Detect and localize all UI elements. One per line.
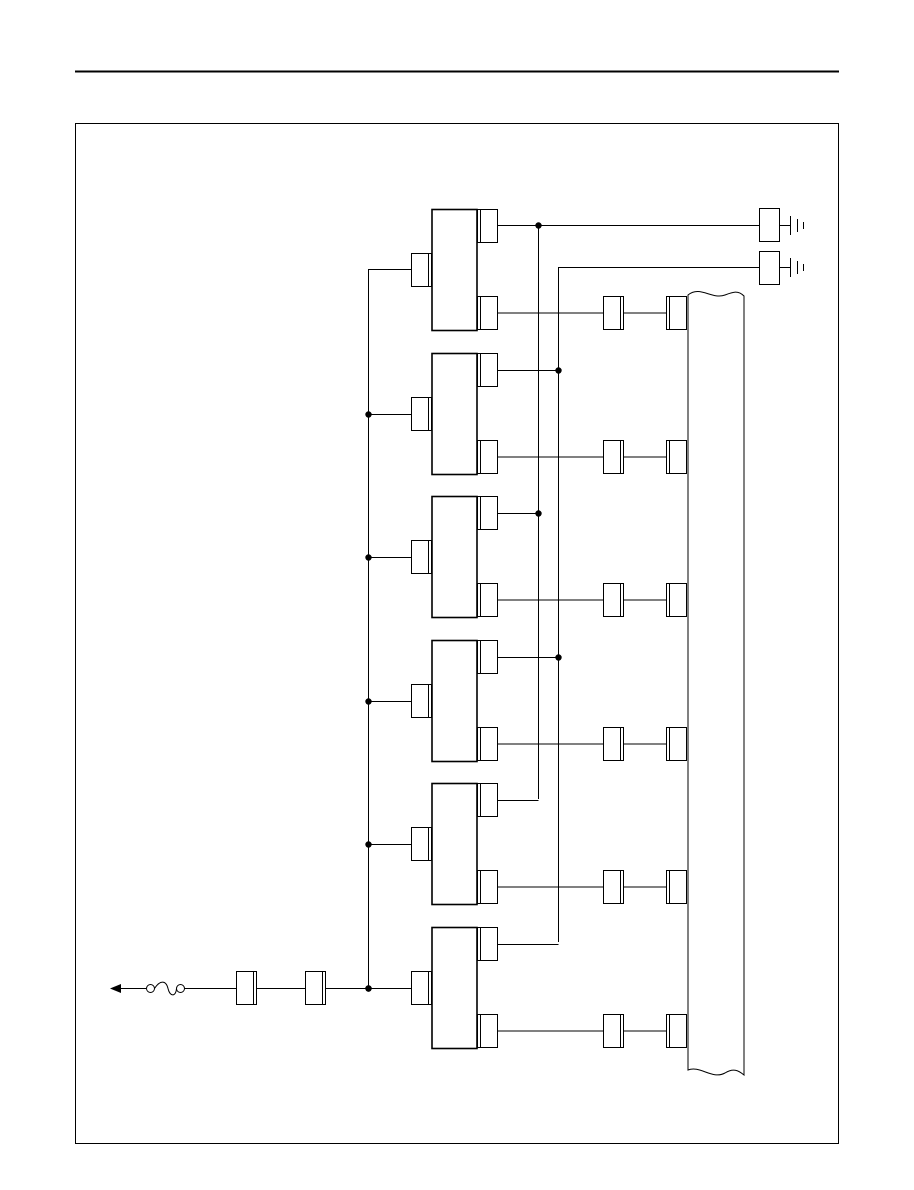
module-output-connector xyxy=(477,1014,498,1048)
inline-connector-power-1 xyxy=(236,971,257,1005)
ground-connector-1 xyxy=(759,208,780,242)
junction-dot xyxy=(365,985,372,992)
module-power-connector xyxy=(411,827,432,861)
power-feed xyxy=(110,981,411,996)
control-module xyxy=(365,639,687,763)
junction-dot xyxy=(365,411,372,418)
fuse-icon xyxy=(146,981,185,996)
junction-dot xyxy=(365,698,372,705)
control-module xyxy=(365,926,687,1050)
module-body xyxy=(431,926,478,1050)
inline-connector xyxy=(603,296,624,330)
module-output-connector xyxy=(477,440,498,474)
harness-pin-connector xyxy=(666,440,687,474)
harness-pin-connector xyxy=(666,727,687,761)
diagram-frame xyxy=(75,123,839,1144)
module-power-connector xyxy=(411,540,432,574)
module-output-connector xyxy=(477,296,498,330)
junction-dot xyxy=(555,654,562,661)
inline-connector-power-2 xyxy=(305,971,326,1005)
module-power-connector xyxy=(411,397,432,431)
module-power-connector xyxy=(411,971,432,1005)
junction-dot xyxy=(555,367,562,374)
harness-pin-connector xyxy=(666,1014,687,1048)
junction-dot xyxy=(535,222,542,229)
harness-pin-connector xyxy=(666,296,687,330)
ground-connector-2 xyxy=(759,251,780,285)
module-output-connector xyxy=(477,727,498,761)
module-signal-connector xyxy=(477,783,498,817)
module-signal-connector xyxy=(477,209,498,243)
module-power-connector xyxy=(411,684,432,718)
control-module xyxy=(365,495,687,619)
module-signal-connector xyxy=(477,927,498,961)
control-module xyxy=(365,352,687,476)
module-signal-connector xyxy=(477,353,498,387)
inline-connector xyxy=(603,727,624,761)
harness-pin-connector xyxy=(666,870,687,904)
inline-connector xyxy=(603,870,624,904)
arrow-left-icon xyxy=(110,984,121,993)
module-body xyxy=(431,495,478,619)
control-module xyxy=(365,782,687,906)
junction-dot xyxy=(365,841,372,848)
ground-icon xyxy=(779,258,804,277)
control-module xyxy=(411,208,687,332)
module-signal-connector xyxy=(477,496,498,530)
module-signal-connector xyxy=(477,640,498,674)
module-body xyxy=(431,352,478,476)
harness-trunk xyxy=(687,290,745,1077)
module-output-connector xyxy=(477,583,498,617)
harness-pin-connector xyxy=(666,583,687,617)
module-body xyxy=(431,208,478,332)
junction-dot xyxy=(365,554,372,561)
inline-connector xyxy=(603,583,624,617)
inline-connector xyxy=(603,1014,624,1048)
inline-connector xyxy=(603,440,624,474)
module-body xyxy=(431,782,478,906)
module-body xyxy=(431,639,478,763)
module-output-connector xyxy=(477,870,498,904)
module-power-connector xyxy=(411,253,432,287)
ground-icon xyxy=(779,216,804,235)
module-group xyxy=(365,208,687,1050)
junction-dot xyxy=(535,510,542,517)
